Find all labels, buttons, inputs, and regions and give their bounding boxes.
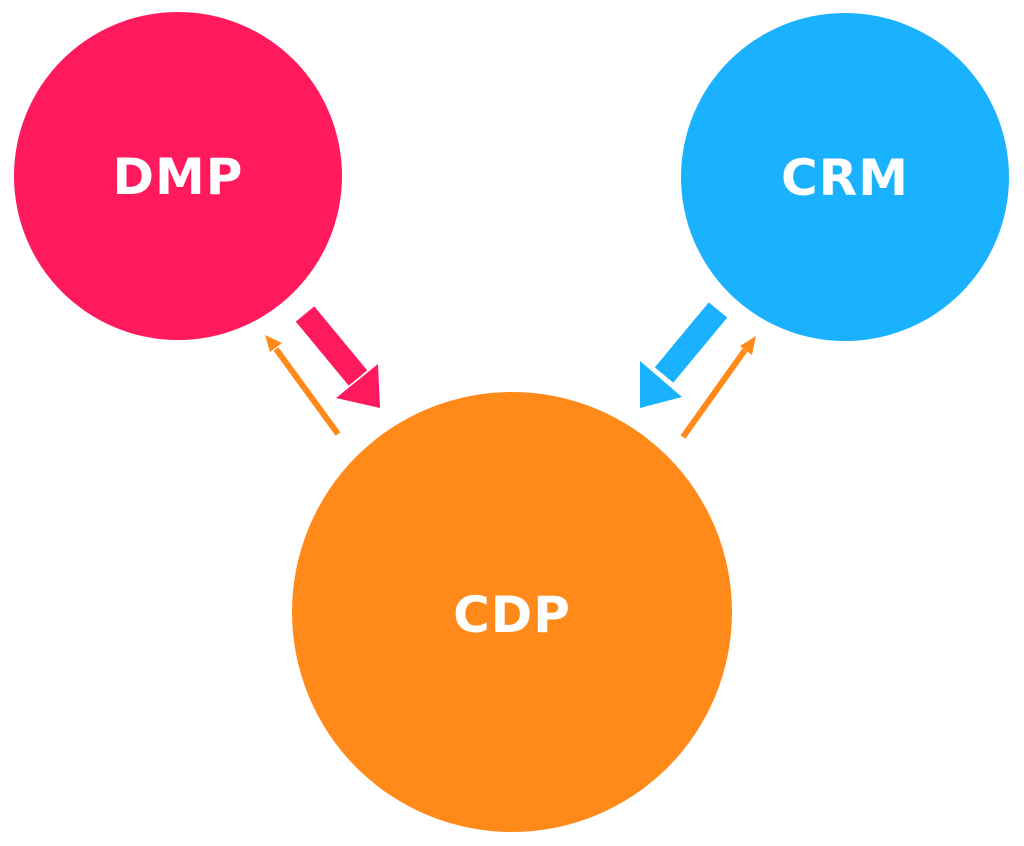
cdp-node: CDP: [292, 392, 732, 832]
arrow-crm-to-cdp: [640, 302, 728, 408]
dmp-node: DMP: [14, 12, 342, 340]
crm-circle: [681, 13, 1009, 341]
cdp-circle: [292, 392, 732, 832]
cdp-label: CDP: [453, 586, 571, 644]
crm-node: CRM: [681, 13, 1009, 341]
arrow-dmp-to-cdp: [295, 306, 380, 408]
arrow-cdp-to-crm: [680, 336, 756, 439]
crm-label: CRM: [781, 149, 909, 207]
dmp-label: DMP: [113, 148, 244, 206]
dmp-circle: [14, 12, 342, 340]
arrow-cdp-to-dmp: [265, 335, 341, 436]
